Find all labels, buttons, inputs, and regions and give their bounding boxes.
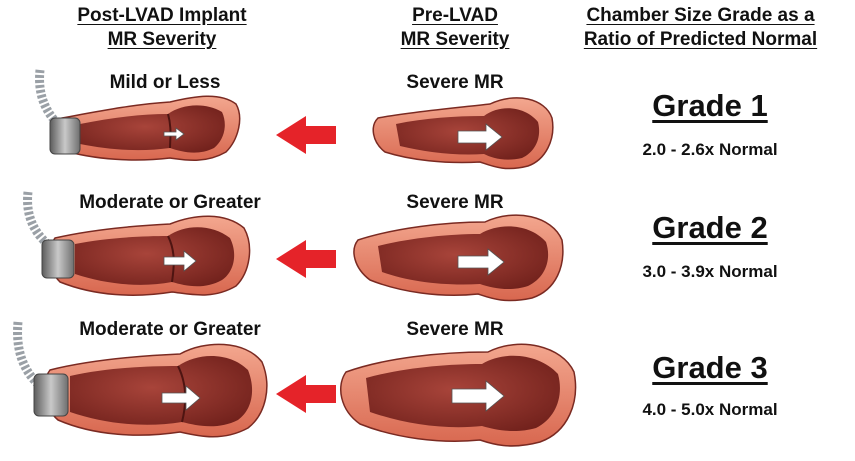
pre-lvad-header-line2: MR Severity [400,29,510,50]
post-heart-row1 [61,95,241,161]
post-lvad-header: Post-LVAD Implant MR Severity [38,4,286,52]
mr-jet-arrow-row1 [163,127,185,141]
post-label-row2: Moderate or Greater [79,192,261,213]
grade-title-row3: Grade 3 [652,350,768,385]
mr-jet-arrow-row3 [161,385,201,411]
mr-jet-arrow-pre-row3 [451,380,505,412]
chamber-size-header: Chamber Size Grade as a Ratio of Predict… [548,4,853,52]
pre-label-row3: Severe MR [406,319,504,340]
red-arrow-row3 [276,375,336,413]
chamber-size-header-line1: Chamber Size Grade as a [586,5,815,26]
lvad-pump-row2 [41,239,75,279]
post-label-row3: Moderate or Greater [79,319,261,340]
mr-jet-arrow-pre-row1 [457,123,503,151]
grade-ratio-row2: 3.0 - 3.9x Normal [642,262,778,281]
red-arrow-row1 [276,116,336,154]
driveline-cable-row2 [23,191,53,250]
post-lvad-header-line2: MR Severity [107,29,217,50]
pre-label-row1: Severe MR [406,72,504,93]
grade-title-row1: Grade 1 [652,88,768,123]
lvad-pump-row3 [33,373,69,417]
driveline-cable-row3 [13,321,44,390]
grade-ratio-row3: 4.0 - 5.0x Normal [642,400,778,419]
pre-lvad-header-line1: Pre-LVAD [412,5,498,26]
grade-ratio-row1: 2.0 - 2.6x Normal [642,140,778,159]
lvad-pump-row1 [49,117,81,155]
post-heart-row3 [43,343,268,438]
pre-lvad-header: Pre-LVAD MR Severity [370,4,540,52]
red-arrow-row2 [276,240,336,278]
post-heart-row2 [48,215,251,296]
post-label-row1: Mild or Less [109,72,221,93]
grade-title-row2: Grade 2 [652,210,768,245]
mr-jet-arrow-pre-row2 [457,248,505,276]
pre-label-row2: Severe MR [406,192,504,213]
mr-jet-arrow-row2 [163,250,197,272]
post-lvad-header-line1: Post-LVAD Implant [77,5,247,26]
chamber-size-header-line2: Ratio of Predicted Normal [583,29,818,50]
